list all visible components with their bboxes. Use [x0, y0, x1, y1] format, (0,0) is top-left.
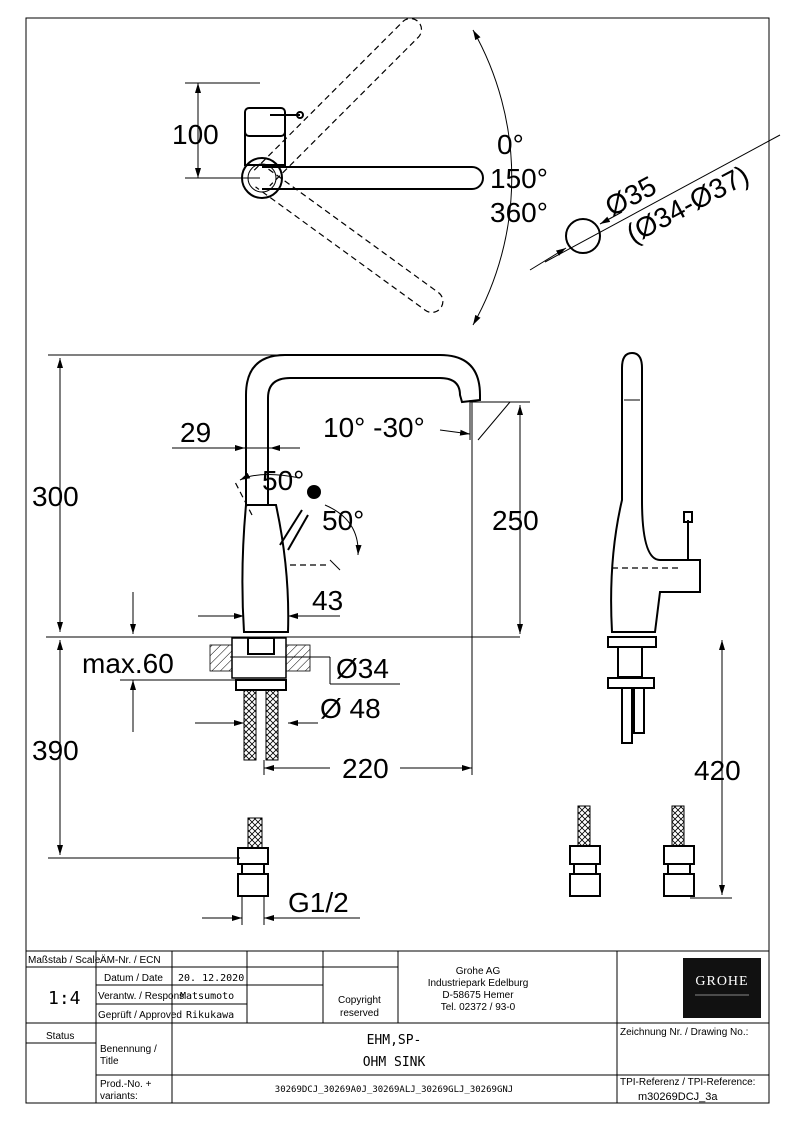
prod-no-label-1: Prod.-No. + — [100, 1079, 152, 1090]
dim-max-deck: max.60 — [82, 648, 174, 679]
front-view: 300 29 50° 50° 10° -30° 250 — [32, 354, 539, 925]
lever-angle-2: 50° — [322, 505, 364, 536]
drawing-no-label: Zeichnung Nr. / Drawing No.: — [620, 1027, 748, 1038]
dim-spout-height: 250 — [492, 505, 539, 536]
mounting-hole-detail: Ø35 (Ø34-Ø37) — [529, 134, 781, 271]
angle-360-label: 360° — [490, 197, 548, 228]
dim-thread: G1/2 — [288, 887, 349, 918]
angle-0-label: 0° — [497, 129, 524, 160]
brand-name: GROHE — [695, 974, 748, 989]
dim-flange-48: Ø 48 — [320, 693, 381, 724]
responsible-value: Matsumoto — [180, 991, 234, 1002]
scale-value: 1:4 — [48, 988, 81, 1009]
dim-lever-offset: 29 — [180, 417, 211, 448]
title-label-2: Title — [100, 1056, 119, 1067]
lever-angle-1: 50° — [262, 465, 304, 496]
copyright-line1: Copyright — [338, 995, 381, 1006]
ecn-label: ÄM-Nr. / ECN — [100, 954, 161, 966]
status-label: Status — [46, 1031, 74, 1042]
title-label-1: Benennung / — [100, 1044, 157, 1055]
company-name: Grohe AG — [456, 966, 501, 977]
tpi-label: TPI-Referenz / TPI-Reference: — [620, 1077, 755, 1088]
grohe-logo — [683, 958, 761, 1018]
sheet-border — [25, 17, 770, 1104]
prod-no-label-2: variants: — [100, 1091, 138, 1102]
tpi-value: m30269DCJ_3a — [638, 1091, 718, 1103]
company-address-2: D-58675 Hemer — [442, 990, 514, 1001]
dim-hose-390: 390 — [32, 735, 79, 766]
date-label: Datum / Date — [104, 973, 163, 984]
dim-hole-34: Ø34 — [336, 653, 389, 684]
approved-label: Geprüft / Approved — [98, 1010, 182, 1021]
company-phone: Tel. 02372 / 93-0 — [441, 1002, 516, 1013]
dim-handle-height: 100 — [172, 119, 219, 150]
product-variants: 30269DCJ_30269A0J_30269ALJ_30269GLJ_3026… — [275, 1085, 513, 1095]
drawing-title-line1: EHM,SP- — [367, 1033, 422, 1048]
title-block: Maßstab / Scale 1:4 ÄM-Nr. / ECN Datum /… — [26, 950, 769, 1103]
scale-label: Maßstab / Scale — [28, 955, 101, 966]
company-address-1: Industriepark Edelburg — [428, 978, 529, 989]
angle-150-label: 150° — [490, 163, 548, 194]
side-view: 420 — [569, 351, 741, 899]
copyright-line2: reserved — [340, 1008, 379, 1019]
dim-total-height: 300 — [32, 481, 79, 512]
dim-body-diameter: 43 — [312, 585, 343, 616]
spout-angle-label: 10° -30° — [323, 412, 425, 443]
drawing-title-line2: OHM SINK — [363, 1055, 426, 1070]
responsible-label: Verantw. / Respons — [98, 991, 184, 1002]
dim-hose-420: 420 — [694, 755, 741, 786]
dim-reach-220: 220 — [342, 753, 389, 784]
top-view: 100 0° 150° 360° — [172, 17, 548, 326]
approved-value: Rikukawa — [186, 1010, 234, 1021]
date-value: 20. 12.2020 — [178, 973, 244, 984]
